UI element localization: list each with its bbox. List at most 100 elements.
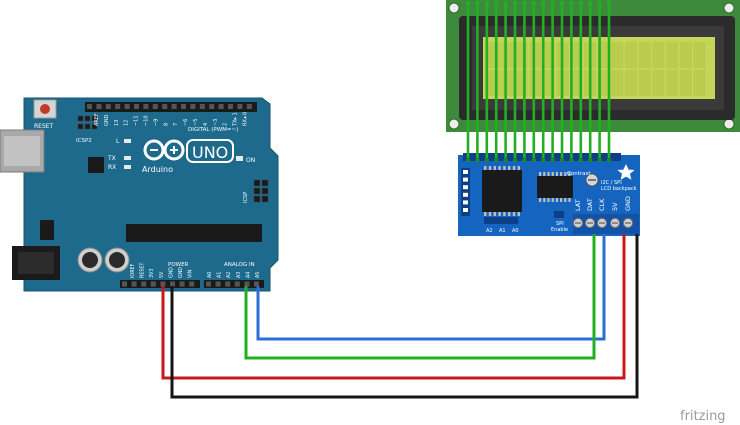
led-rx [124, 165, 131, 169]
header-hole [254, 281, 259, 287]
pad [463, 200, 468, 205]
mount-hole [723, 118, 735, 130]
digital-pin-label: ~6 [183, 119, 189, 126]
header-hole [225, 281, 231, 287]
addr-pin-label: A1 [499, 228, 506, 234]
wire-scl-blue [256, 234, 606, 341]
arduino-board [23, 97, 279, 292]
power-jack-inner [18, 252, 54, 274]
icsp-pin [253, 195, 261, 203]
icsp2-label: ICSP2 [76, 138, 92, 144]
shift-register-chip [482, 170, 522, 212]
lcd-cell [501, 70, 514, 96]
lcd-wire-end [606, 0, 612, 6]
fritzing-watermark: fritzing [680, 409, 726, 424]
header-hole [150, 281, 156, 287]
icsp2-pin [77, 115, 84, 122]
chip-leg [555, 198, 558, 202]
terminal-pin-label: LAT [574, 199, 582, 211]
digital-pin-label: ~3 [213, 119, 219, 126]
digital-label: DIGITAL (PWM=~) [188, 127, 238, 133]
digital-pin-label: ~9 [153, 119, 159, 126]
pad [463, 208, 468, 212]
lcd-cell [638, 42, 651, 68]
lcd-wire-end [484, 157, 489, 163]
icsp-pin [253, 179, 261, 187]
lcd-wire-end [588, 0, 593, 6]
lcd-wire-end [606, 157, 612, 163]
header-hole [141, 281, 147, 287]
digital-pin-label: 2 [223, 123, 229, 126]
lcd-wire-end [541, 0, 546, 6]
header-hole [206, 281, 211, 287]
terminal-pin-label: DAT [586, 198, 594, 211]
analog-pin-label: A5 [255, 272, 261, 278]
lcd-wire-end [569, 157, 574, 163]
spi-label-2: Enable [551, 227, 568, 233]
chip-leg [493, 166, 496, 170]
chip-leg [551, 198, 554, 202]
header-hole [160, 281, 166, 287]
chip-leg [517, 166, 520, 170]
lcd-cell [611, 70, 624, 96]
led-tx-label: TX [107, 155, 116, 162]
header-hole [209, 104, 215, 109]
terminal-pin-label: GND [624, 196, 632, 211]
chip-leg [484, 166, 487, 170]
address-jumpers [484, 217, 518, 224]
lcd-cell [693, 70, 706, 96]
wire-5v-red [161, 234, 626, 380]
reset-button-cap [40, 104, 50, 114]
header-hole [122, 281, 127, 287]
lcd-cell [570, 70, 583, 96]
icsp2-pin [84, 115, 91, 122]
lcd-wire-end [588, 157, 593, 163]
digital-pin-label: 12 [124, 120, 130, 126]
usb-connector-inner [4, 136, 40, 166]
chip-leg [568, 198, 571, 202]
power-pin-label: VIN [188, 269, 194, 278]
terminal-pin-label: CLK [598, 198, 606, 211]
icsp2-pin [77, 123, 84, 130]
header-hole [215, 281, 221, 287]
led-rx-label: RX [108, 164, 116, 171]
lcd-wire-end [465, 0, 471, 6]
icsp2-header [77, 115, 98, 130]
lcd-cell [652, 70, 665, 96]
chip-leg [564, 172, 567, 176]
terminal-screws [572, 217, 634, 229]
icsp-pin [261, 195, 269, 203]
bottom-header-holes [122, 281, 259, 287]
chip-leg [568, 172, 571, 176]
icsp2-pin [91, 123, 98, 130]
lcd-cell [666, 42, 679, 68]
wire-gnd-black [170, 234, 639, 399]
icsp2-pin [84, 123, 91, 130]
lcd-cell [529, 70, 542, 96]
icsp2-pin [91, 115, 98, 122]
chip-leg [547, 198, 550, 202]
lcd-cell [529, 42, 542, 68]
lcd-wire-end [494, 157, 499, 163]
digital-pin-label: 8 [163, 123, 169, 126]
power-pin-label: GND [178, 267, 184, 278]
addr-pin-label: A0 [512, 228, 519, 234]
led-l-label: L [116, 138, 120, 145]
header-hole [152, 104, 158, 109]
digital-pin-label: 4 [203, 123, 209, 126]
pad [463, 185, 468, 190]
lcd-wire-end [550, 157, 555, 163]
digital-pin-label: ~11 [134, 115, 140, 126]
analog-header [204, 280, 264, 288]
analog-label: ANALOG IN [224, 262, 255, 268]
lcd-wire-end [522, 0, 527, 6]
analog-pin-label: A0 [207, 272, 213, 278]
model-label: UNO [192, 143, 228, 162]
analog-pin-label: A1 [217, 272, 223, 278]
led-tx [124, 156, 131, 160]
power-label: POWER [168, 262, 189, 268]
chip-leg [498, 166, 501, 170]
